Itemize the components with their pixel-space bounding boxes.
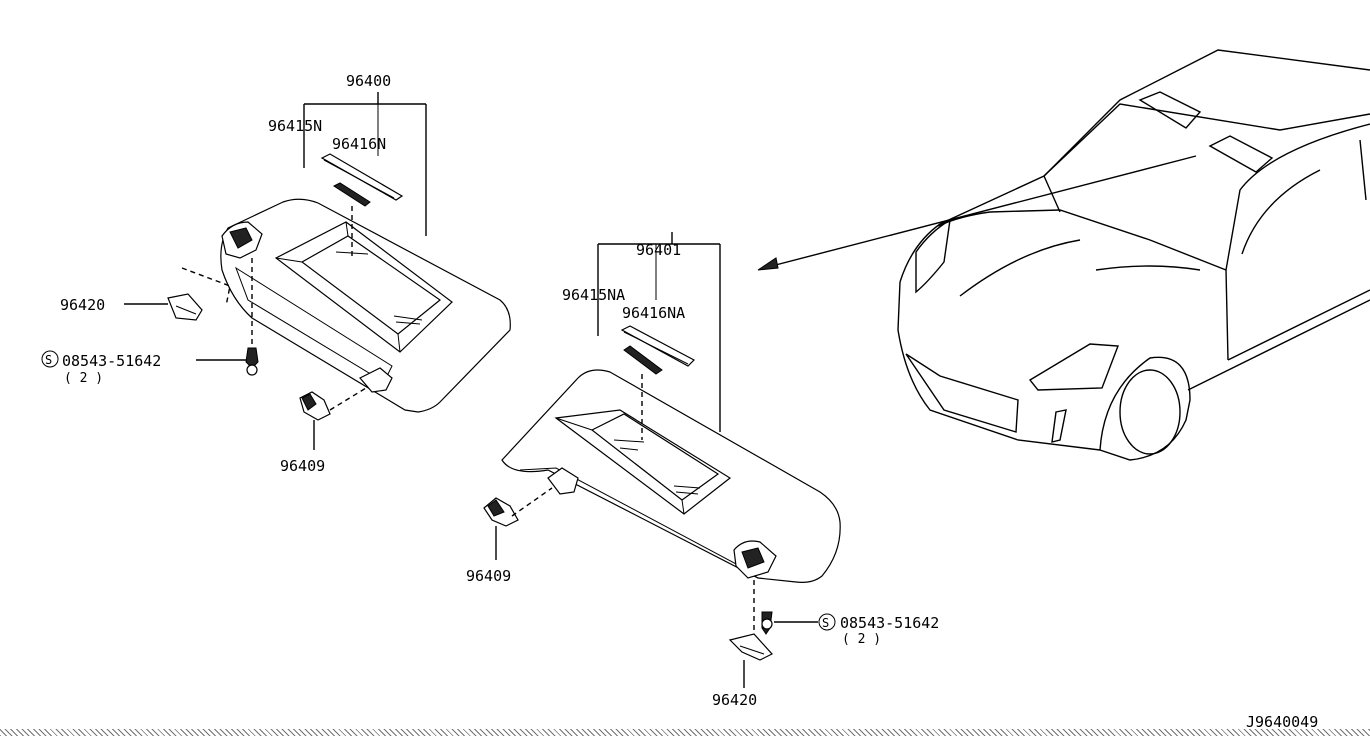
right-vanity-lid bbox=[620, 325, 695, 367]
right-cover-clip bbox=[728, 633, 773, 661]
left-sun-visor bbox=[220, 198, 511, 413]
location-arrow bbox=[763, 155, 1197, 269]
label-left-screw-qty: ( 2 ) bbox=[64, 371, 103, 386]
bottom-border bbox=[0, 729, 1370, 736]
label-right-screw-code: 08543-51642 bbox=[840, 614, 939, 632]
right-screw-symbol-letter: S bbox=[822, 616, 829, 630]
left-screw bbox=[245, 347, 259, 376]
label-left-screw-code: 08543-51642 bbox=[62, 352, 161, 370]
label-right-holder: 96409 bbox=[466, 567, 511, 585]
right-visor-mirror bbox=[590, 413, 720, 501]
left-assembly-bracket bbox=[303, 92, 427, 236]
label-right-screw-qty: ( 2 ) bbox=[842, 632, 881, 647]
left-vanity-lid bbox=[320, 153, 404, 201]
left-visor-mirror bbox=[300, 235, 441, 335]
left-visor-holder bbox=[299, 391, 331, 421]
left-vanity-cover bbox=[332, 182, 371, 207]
left-cover-clip bbox=[167, 293, 203, 321]
label-left-vanity-cover: 96415N bbox=[268, 117, 322, 135]
right-assembly-bracket bbox=[597, 232, 721, 432]
label-left-holder: 96409 bbox=[280, 457, 325, 475]
car-outline bbox=[897, 49, 1370, 461]
left-screw-symbol bbox=[41, 350, 59, 368]
label-left-assembly: 96400 bbox=[346, 72, 391, 90]
right-visor-holder bbox=[483, 497, 519, 527]
label-left-vanity-lid: 96416N bbox=[332, 135, 386, 153]
label-right-vanity-lid: 96416NA bbox=[622, 304, 685, 322]
label-left-cover-clip: 96420 bbox=[60, 296, 105, 314]
label-right-cover-clip: 96420 bbox=[712, 691, 757, 709]
right-screw bbox=[761, 611, 773, 635]
label-right-assembly: 96401 bbox=[636, 241, 681, 259]
right-vanity-cover bbox=[623, 345, 663, 375]
diagram-id: J9640049 bbox=[1246, 713, 1318, 731]
right-sun-visor bbox=[501, 369, 841, 583]
right-screw-symbol bbox=[818, 613, 836, 631]
left-screw-symbol-letter: S bbox=[45, 353, 52, 367]
label-right-vanity-cover: 96415NA bbox=[562, 286, 625, 304]
